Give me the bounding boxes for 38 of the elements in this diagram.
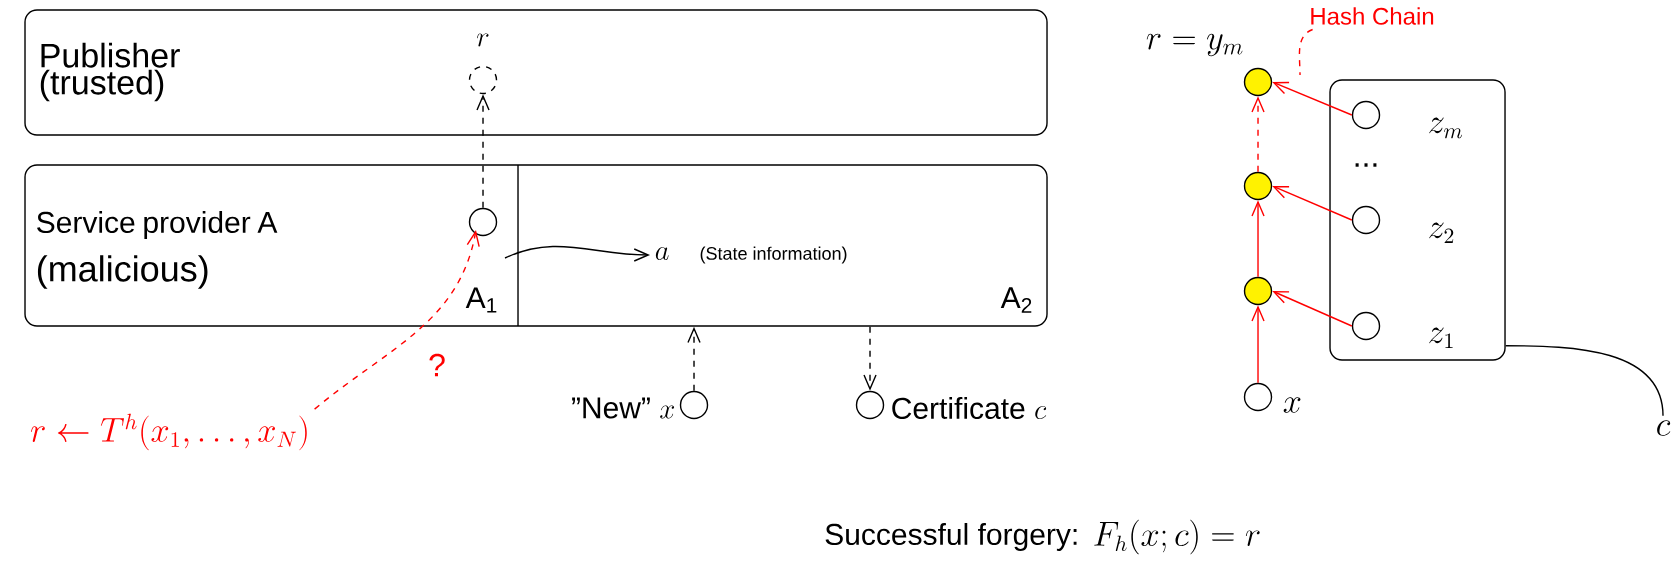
circle	[468, 207, 498, 237]
heading: Publisher (trusted)	[40, 42, 180, 102]
node-label: $x$	[1283, 397, 1301, 413]
formula: $c$	[1657, 420, 1671, 436]
arrow	[1272, 81, 1353, 116]
heading: (malicious)	[37, 255, 208, 289]
node-label: $z_{m}$	[1429, 117, 1462, 139]
label: A$_{2}$	[1000, 287, 1032, 313]
formula: $F_{h}(x;c) = r$	[1094, 519, 1260, 555]
box	[1329, 79, 1506, 361]
node-label: Certificate $c$	[892, 397, 1047, 419]
node-label: $a$ (State information)	[655, 246, 847, 264]
arrow	[1251, 96, 1265, 173]
arrow	[504, 245, 650, 262]
leader-line	[1505, 345, 1664, 417]
node-label: $z_{1}$	[1429, 327, 1453, 349]
node-label: $z_{2}$	[1429, 222, 1454, 244]
node-label: $r = y_{m}$	[1146, 33, 1243, 57]
arrow	[1272, 291, 1353, 327]
arrow	[1272, 186, 1353, 221]
node-label: $r$	[477, 33, 489, 47]
arrow	[1251, 305, 1265, 384]
formula: $r \leftarrow T^{h}(x_{1},\ldots,x_{N})$	[31, 413, 307, 451]
node-label: ”New” $x$	[572, 397, 675, 419]
arrow	[476, 94, 490, 209]
circle	[1243, 171, 1273, 201]
label: ...	[1355, 163, 1377, 167]
leader-line	[1298, 28, 1314, 76]
node-label: Hash Chain	[1311, 7, 1434, 25]
heading: Service provider A	[37, 211, 278, 239]
circle	[1243, 276, 1273, 306]
arrow	[1251, 200, 1265, 278]
label: Successful forgery:	[825, 523, 1077, 551]
arrow	[313, 230, 480, 410]
arrow	[863, 326, 877, 391]
edge-label: ?	[426, 351, 448, 379]
label: A$_{1}$	[465, 287, 497, 313]
arrow	[687, 326, 701, 392]
